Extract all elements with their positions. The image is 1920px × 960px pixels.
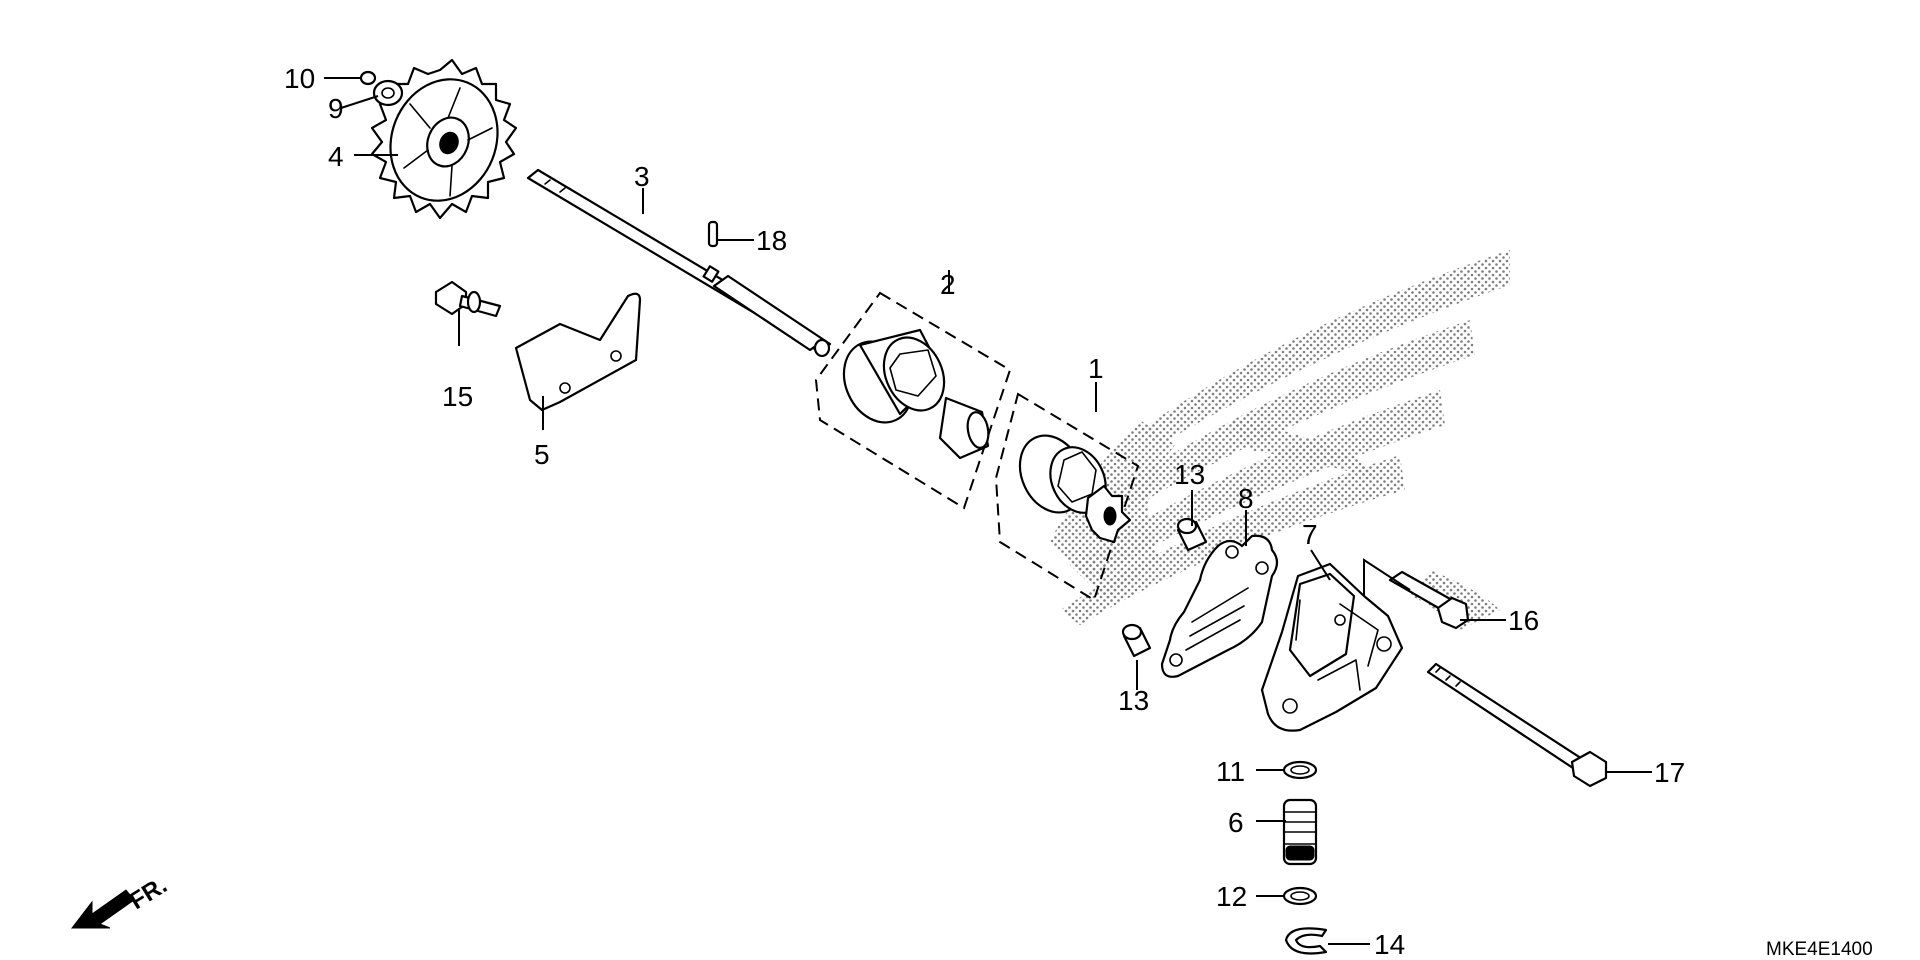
rotor-set-part-1 xyxy=(994,392,1140,602)
flange-bolt-part-15 xyxy=(434,280,502,318)
flange-bolt-part-17 xyxy=(1426,662,1608,788)
circlip-part-14 xyxy=(1284,927,1328,955)
label-part-9: 9 xyxy=(328,93,344,124)
oil-pump-plate xyxy=(514,292,642,412)
label-part-3: 3 xyxy=(634,161,650,192)
o-ring-part-11 xyxy=(1282,760,1318,780)
relief-valve-part-6 xyxy=(1282,798,1318,866)
snap-ring-part-10 xyxy=(359,70,377,86)
diagram-code: MKE4E1400 xyxy=(1766,939,1873,960)
label-part-5: 5 xyxy=(534,439,550,470)
label-part-11: 11 xyxy=(1216,756,1245,787)
o-ring-part-12 xyxy=(1282,886,1318,906)
oil-pump-shaft xyxy=(526,168,832,358)
rotor-set-part-2 xyxy=(814,291,1012,510)
oil-pump-gasket xyxy=(1160,534,1279,678)
dowel-part-13-lower xyxy=(1121,623,1152,658)
label-part-4: 4 xyxy=(328,141,344,172)
label-part-14: 14 xyxy=(1374,929,1405,960)
dowel-pin-part-18 xyxy=(707,220,719,248)
label-part-17: 17 xyxy=(1654,757,1685,788)
label-part-10: 10 xyxy=(284,63,315,94)
label-part-6: 6 xyxy=(1228,807,1244,838)
oil-pump-driven-gear xyxy=(370,58,518,220)
oil-pump-body xyxy=(1260,562,1404,732)
label-part-7: 7 xyxy=(1302,519,1318,550)
front-direction-arrow-icon xyxy=(70,889,135,929)
label-part-1: 1 xyxy=(1088,353,1104,384)
label-part-12: 12 xyxy=(1216,881,1247,912)
washer-part-9 xyxy=(372,79,404,107)
label-part-13-lower: 13 xyxy=(1118,685,1149,716)
leader-lines xyxy=(324,77,1652,945)
label-part-16: 16 xyxy=(1508,605,1539,636)
honda-wing-watermark-icon xyxy=(1050,250,1510,630)
label-part-2: 2 xyxy=(940,269,956,300)
label-part-15: 15 xyxy=(442,381,473,412)
label-part-18: 18 xyxy=(756,225,787,256)
label-part-8: 8 xyxy=(1238,483,1254,514)
label-part-13-upper: 13 xyxy=(1174,459,1205,490)
front-indicator-label: FR. xyxy=(125,872,172,915)
